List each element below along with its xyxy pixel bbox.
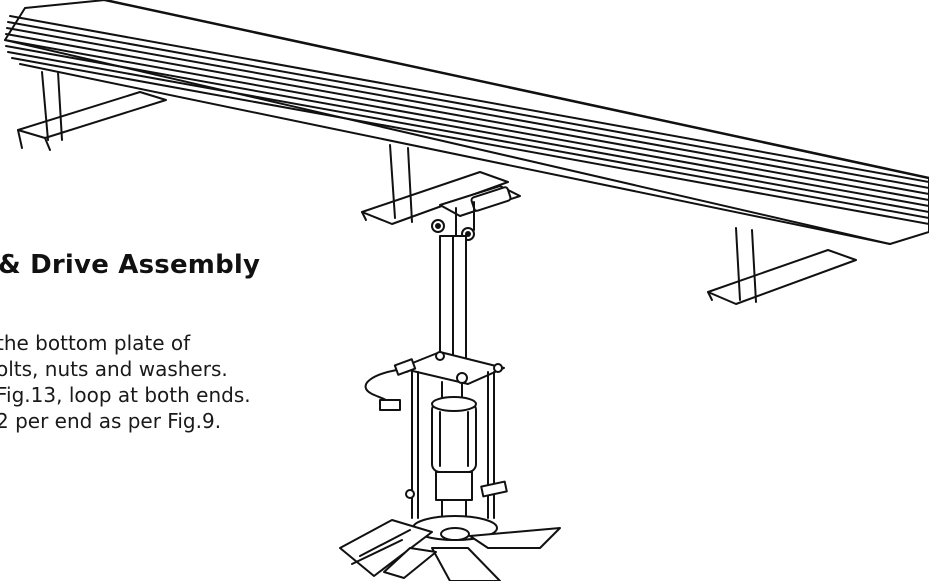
instruction-line: the bottom plate of [0,331,191,355]
right-support-beam [707,227,857,305]
left-support-beam [17,71,167,151]
drive-shaft-column [439,235,467,365]
mounting-bracket [431,185,521,241]
instruction-line: Fig.13, loop at both ends. [0,383,251,407]
instruction-lines: the bottom plate of olts, nuts and washe… [0,330,251,434]
impeller-hub [412,515,498,541]
drive-motor [431,396,477,519]
side-brackets [405,480,508,499]
instruction-line: 2 per end as per Fig.9. [0,409,222,433]
impeller-blades [339,519,561,581]
middle-support-beam [361,144,509,225]
instruction-line: olts, nuts and washers. [0,357,228,381]
bridge-deck [4,0,929,245]
power-cable [364,358,417,411]
section-heading: & Drive Assembly [0,250,261,280]
